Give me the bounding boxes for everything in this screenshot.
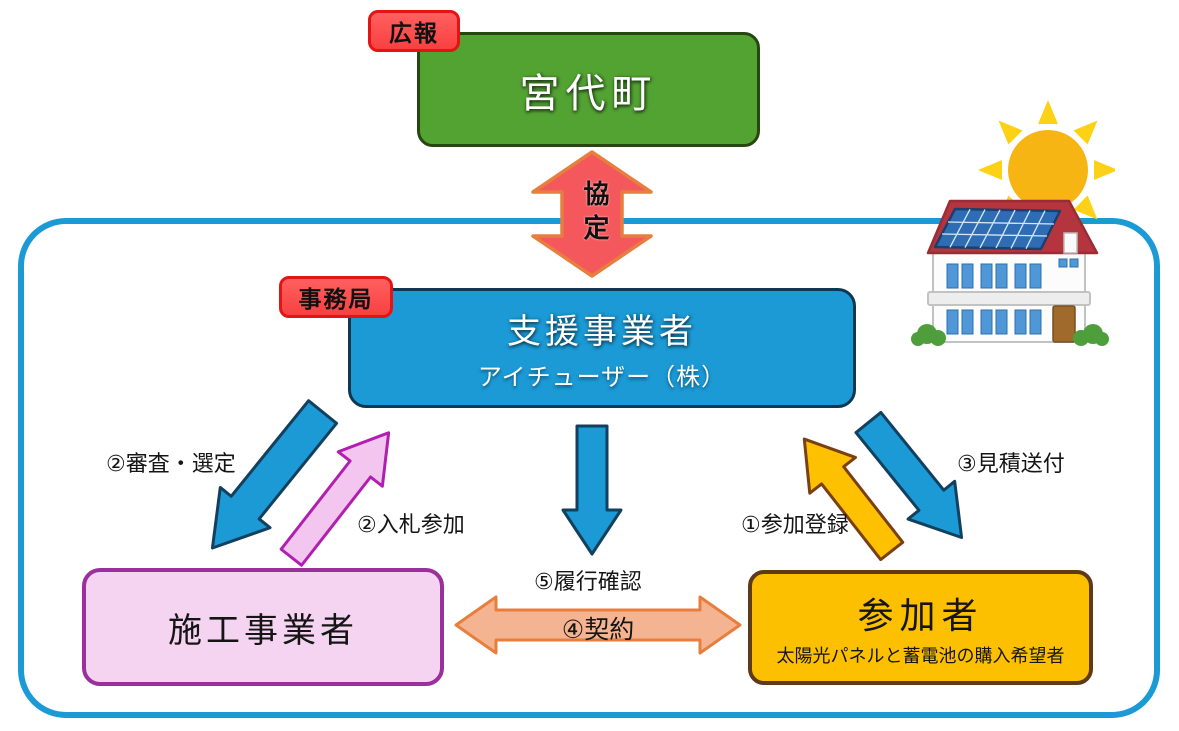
solar-house-illustration xyxy=(911,100,1115,346)
support-company-sublabel: アイチューザー（株） xyxy=(477,364,727,391)
bush-icon xyxy=(911,324,1109,346)
house-icon xyxy=(911,199,1109,346)
chimney-icon xyxy=(1063,232,1078,254)
bidding-arrow-icon xyxy=(279,431,391,567)
agreement-arrow-icon xyxy=(531,150,653,278)
pr-badge-label: 広報 xyxy=(389,20,439,46)
registration-label: ①参加登録 xyxy=(741,512,849,537)
node-support-company: 支援事業者 アイチューザー（株） xyxy=(348,288,856,408)
participants-label: 参加者 xyxy=(857,595,984,636)
node-contractor: 施工事業者 xyxy=(82,568,444,686)
quotation-arrow-icon xyxy=(854,410,964,540)
contract-label: ④契約 xyxy=(561,616,635,644)
contractor-label: 施工事業者 xyxy=(168,611,358,650)
solar-panel-icon xyxy=(933,207,1062,251)
agreement-label: 協定 xyxy=(580,180,610,248)
contract-arrow-icon xyxy=(454,595,742,655)
bidding-label: ②入札参加 xyxy=(357,512,465,537)
secretariat-badge-label: 事務局 xyxy=(298,286,374,312)
secretariat-badge: 事務局 xyxy=(279,276,393,318)
screening-label: ②審査・選定 xyxy=(106,451,236,476)
town-label: 宮代町 xyxy=(519,71,658,116)
fulfillment-arrow-icon xyxy=(561,424,623,556)
screening-arrow-icon xyxy=(210,399,339,550)
sun-icon xyxy=(978,100,1115,240)
fulfillment-label: ⑤履行確認 xyxy=(534,569,642,594)
door-icon xyxy=(1052,305,1076,343)
registration-arrow-icon xyxy=(802,437,905,562)
node-town: 宮代町 xyxy=(417,32,760,147)
pr-badge: 広報 xyxy=(368,10,460,52)
node-participants: 参加者 太陽光パネルと蓄電池の購入希望者 xyxy=(748,570,1093,685)
support-company-label: 支援事業者 xyxy=(507,313,697,351)
participants-sublabel: 太陽光パネルと蓄電池の購入希望者 xyxy=(776,646,1065,666)
quotation-label: ③見積送付 xyxy=(957,451,1065,476)
